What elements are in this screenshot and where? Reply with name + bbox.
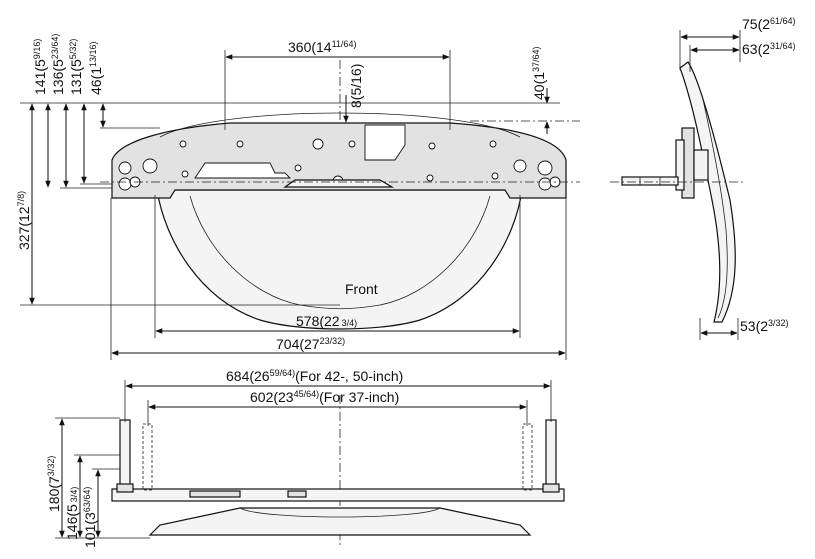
dim-684-fraction: 59/64): [270, 368, 296, 378]
svg-text:141(59/16): 141(59/16): [32, 39, 48, 95]
dim-327-fraction: 7/8): [16, 191, 26, 207]
dim-360: 360(1411/64): [224, 39, 451, 130]
svg-text:131(55/32): 131(55/32): [68, 39, 84, 95]
dim-578-fraction: 3/4): [342, 318, 358, 328]
dim-131: 131(55/32): [68, 39, 87, 184]
svg-text:40(137/64): 40(137/64): [531, 46, 547, 100]
dim-53-fraction: 3/32): [768, 318, 789, 328]
svg-text:136(523/64): 136(523/64): [50, 34, 66, 95]
svg-text:46(113/16): 46(113/16): [88, 41, 104, 95]
plate-cutout-left: [194, 162, 292, 179]
dim-146-label: 146(5: [64, 504, 80, 540]
dim-75-fraction: 61/64): [770, 16, 796, 26]
svg-text:53(23/32): 53(23/32): [740, 318, 789, 334]
stand-neck: [283, 179, 395, 188]
svg-text:602(2345/64)(For 37-inch): 602(2345/64)(For 37-inch): [250, 389, 399, 405]
dim-8: 8(5/16): [343, 64, 364, 123]
mounting-plate-arc: [159, 112, 521, 138]
dim-136: 136(523/64): [50, 34, 69, 188]
dim-131-fraction: 5/32): [68, 39, 78, 60]
rear-crossbar: [111, 488, 565, 502]
dim-684-label: 684(26: [226, 368, 270, 384]
dim-136-fraction: 23/64): [50, 34, 60, 60]
svg-text:704(2723/32): 704(2723/32): [276, 336, 345, 352]
dim-704-label: 704(27: [276, 336, 320, 352]
svg-text:146(53/4): 146(53/4): [64, 487, 80, 540]
plate-cutout-right: [364, 124, 406, 161]
stand-base-outline: [156, 189, 523, 330]
dim-40-fraction: 37/64): [531, 46, 541, 72]
dim-146: 146(53/4): [64, 455, 83, 540]
dim-704: 704(2723/32): [110, 198, 567, 360]
svg-text:684(2659/64)(For 42-, 50-inch): 684(2659/64)(For 42-, 50-inch): [226, 368, 403, 384]
side-view: 75(261/64) 63(231/64) 53(23/32): [610, 16, 796, 340]
dim-180-label: 180(7: [46, 476, 62, 512]
svg-text:101(363/64): 101(363/64): [82, 487, 98, 548]
rear-base: [148, 507, 532, 536]
dim-53: 53(23/32): [699, 318, 789, 340]
dim-327-label: 327(12: [16, 206, 32, 250]
front-label: Front: [345, 281, 378, 297]
dim-180: 180(73/32): [46, 418, 65, 538]
side-base-profile: [679, 61, 736, 323]
dim-684: 684(2659/64)(For 42-, 50-inch): [124, 368, 552, 422]
dim-101-label: 101(3: [82, 512, 98, 548]
side-base-inner: [701, 94, 728, 319]
dim-327: 327(127/8): [16, 103, 35, 305]
side-bolt: [621, 176, 679, 186]
rear-posts-right: [522, 419, 560, 493]
dim-704-fraction: 23/32): [320, 336, 346, 346]
svg-text:360(1411/64): 360(1411/64): [288, 39, 356, 55]
dim-8-label: 8(5/16): [348, 64, 364, 108]
dim-40-label: 40(1: [531, 72, 547, 100]
dim-46-fraction: 13/16): [88, 41, 98, 67]
rear-posts-left: [116, 419, 153, 493]
svg-text:63(231/64): 63(231/64): [742, 41, 796, 57]
dim-602: 602(2345/64)(For 37-inch): [147, 389, 528, 426]
dim-53-label: 53(2: [740, 318, 768, 334]
dim-180-fraction: 3/32): [46, 456, 56, 477]
dim-40: 40(137/64): [531, 46, 550, 134]
dim-141-fraction: 9/16): [32, 39, 42, 60]
dim-75: 75(261/64): [679, 16, 796, 70]
rear-view: 684(2659/64)(For 42-, 50-inch) 602(2345/…: [46, 368, 565, 548]
dim-63-fraction: 31/64): [770, 41, 796, 51]
dim-131-label: 131(5: [68, 59, 84, 95]
front-view: 360(1411/64) 8(5/16) 40(137/64) 141(59/1…: [16, 34, 580, 360]
svg-text:578(223/4): 578(223/4): [296, 313, 357, 329]
dim-602-label: 602(23: [250, 389, 294, 405]
stand-base-inner-edge: [189, 195, 491, 310]
dim-602-fraction: 45/64): [294, 389, 320, 399]
dim-63-label: 63(2: [742, 41, 770, 57]
dim-360-fraction: 11/64): [332, 39, 357, 49]
dim-684-note: (For 42-, 50-inch): [295, 368, 403, 384]
svg-text:327(127/8): 327(127/8): [16, 191, 32, 250]
dim-46: 46(113/16): [88, 41, 106, 128]
dim-136-label: 136(5: [50, 59, 66, 95]
dim-46-label: 46(1: [88, 67, 104, 95]
dim-578-label: 578(22: [296, 313, 340, 329]
dim-63: 63(231/64): [689, 41, 796, 72]
dim-75-label: 75(2: [742, 16, 770, 32]
dim-360-label: 360(14: [288, 39, 332, 55]
dim-141: 141(59/16): [32, 39, 51, 188]
svg-text:75(261/64): 75(261/64): [742, 16, 796, 32]
dim-101-fraction: 63/64): [82, 487, 92, 513]
dim-146-fraction: 3/4): [69, 487, 79, 503]
dim-101: 101(363/64): [82, 469, 101, 548]
dim-141-label: 141(5: [32, 59, 48, 95]
svg-text:180(73/32): 180(73/32): [46, 456, 62, 512]
dim-602-note: (For 37-inch): [319, 389, 399, 405]
